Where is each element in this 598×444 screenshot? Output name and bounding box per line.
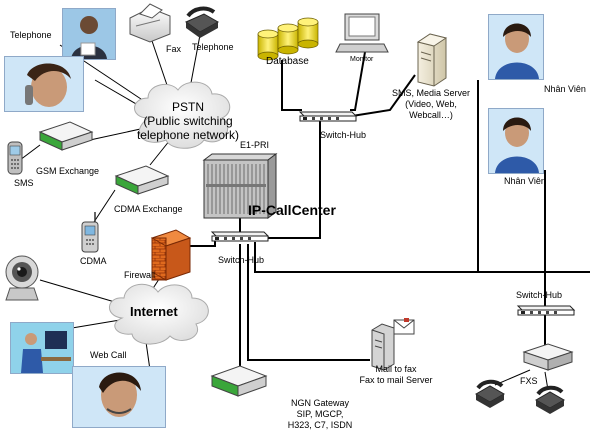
webcam-icon xyxy=(5,255,39,301)
label-ngn-gateway-line-2: SIP, MGCP, xyxy=(296,409,344,419)
label-switch-hub-top: Switch-Hub xyxy=(320,130,367,140)
label-mail-to-fax: Mail to fax Fax to mail Server xyxy=(356,364,436,386)
server-icon xyxy=(416,33,448,87)
label-mail-to-fax-line-1: Mail to fax xyxy=(375,364,417,374)
person-photo-icon xyxy=(488,108,544,174)
backbone-lines xyxy=(188,51,590,375)
telephone-icon xyxy=(184,6,220,38)
firewall-icon xyxy=(150,229,192,281)
fax-icon xyxy=(129,3,171,43)
mail-server-icon xyxy=(371,318,415,371)
label-database: Database xyxy=(266,56,309,67)
switch-hub-icon xyxy=(210,231,270,242)
label-pstn: PSTN (Public switching telephone network… xyxy=(134,100,242,142)
label-sms-media-server-line-2: (Video, Web, xyxy=(405,99,457,109)
label-mail-to-fax-line-2: Fax to mail Server xyxy=(359,375,433,385)
switch-hub-icon xyxy=(298,111,358,122)
label-cdma-exchange: CDMA Exchange xyxy=(114,204,183,214)
person-photo-icon xyxy=(62,8,116,60)
gateway-icon xyxy=(210,365,268,397)
exchange-icon xyxy=(114,165,170,195)
label-ngn-gateway-line-1: NGN Gateway xyxy=(290,398,350,408)
person-photo-icon xyxy=(72,366,166,428)
switch-hub-icon xyxy=(516,305,576,316)
label-nhan-vien-2: Nhân Viên xyxy=(504,176,546,186)
person-photo-icon xyxy=(4,56,84,112)
label-ngn-gateway-line-3: H323, C7, ISDN xyxy=(287,420,353,430)
label-sms-media-server-line-3: Webcall…) xyxy=(409,110,453,120)
label-fxs: FXS xyxy=(520,376,538,386)
fxs-icon xyxy=(522,343,574,371)
label-sms: SMS xyxy=(14,178,34,188)
label-web-call: Web Call xyxy=(90,350,127,360)
label-firewall: Firewall xyxy=(124,270,156,280)
person-photo-icon xyxy=(488,14,544,80)
person-photo-icon xyxy=(10,322,74,374)
label-internet: Internet xyxy=(130,304,178,319)
database-icon xyxy=(257,17,319,61)
telephone-icon xyxy=(534,385,566,414)
label-sms-media-server-line-1: SMS, Media Server xyxy=(391,88,471,98)
label-fax: Fax xyxy=(166,44,182,54)
label-pstn-line-3: telephone network) xyxy=(136,128,240,142)
label-sms-media-server: SMS, Media Server (Video, Web, Webcall…) xyxy=(386,88,476,121)
label-telephone-left: Telephone xyxy=(10,30,52,40)
telephone-icon xyxy=(474,379,506,408)
exchange-icon xyxy=(38,121,94,151)
label-telephone-top: Telephone xyxy=(192,42,234,52)
label-switch-hub-center: Switch-Hub xyxy=(218,255,265,265)
label-e1-pri: E1-PRI xyxy=(240,140,270,150)
label-nhan-vien-1: Nhân Viên xyxy=(544,84,586,94)
label-gsm-exchange: GSM Exchange xyxy=(36,166,100,176)
label-pstn-line-1: PSTN xyxy=(171,100,204,114)
label-ngn-gateway: NGN Gateway SIP, MGCP, H323, C7, ISDN xyxy=(280,398,360,431)
label-monitor: Monitor xyxy=(350,56,374,63)
mobile-phone-icon xyxy=(7,141,23,175)
pstn-cloud-icon xyxy=(134,81,231,149)
internet-cloud-icon xyxy=(109,283,209,345)
monitor-icon xyxy=(335,13,389,53)
mobile-phone-icon xyxy=(81,212,99,253)
label-ip-callcenter: IP-CallCenter xyxy=(248,202,336,218)
label-cdma: CDMA xyxy=(80,256,107,266)
label-switch-hub-right: Switch-Hub xyxy=(516,290,563,300)
pbx-icon xyxy=(202,153,278,219)
label-pstn-line-2: (Public switching xyxy=(143,114,233,128)
